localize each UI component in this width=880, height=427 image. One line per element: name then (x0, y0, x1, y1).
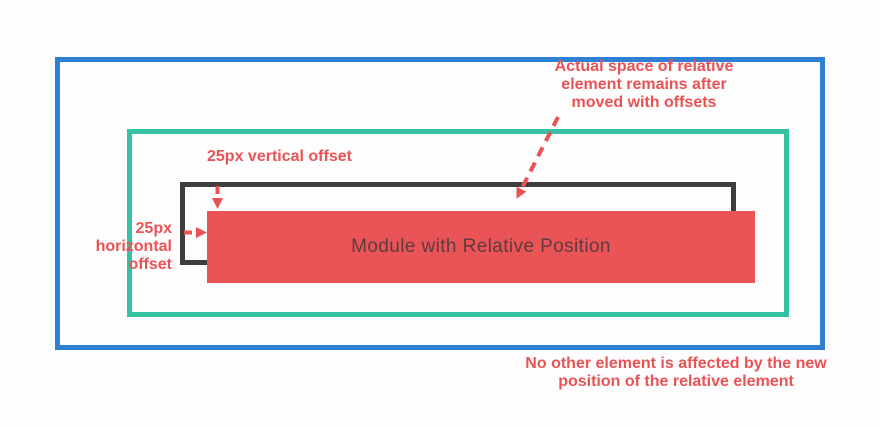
outer-container-box (55, 57, 825, 350)
relative-module: Module with Relative Position (207, 211, 755, 283)
relative-module-label: Module with Relative Position (351, 236, 611, 257)
inner-container-box (127, 129, 789, 317)
horizontal-offset-label: 25px horizontal offset (95, 220, 172, 273)
actual-space-label: Actual space of relative element remains… (554, 58, 734, 111)
vertical-offset-label: 25px vertical offset (207, 148, 352, 165)
no-other-element-label: No other element is affected by the new … (525, 355, 827, 390)
